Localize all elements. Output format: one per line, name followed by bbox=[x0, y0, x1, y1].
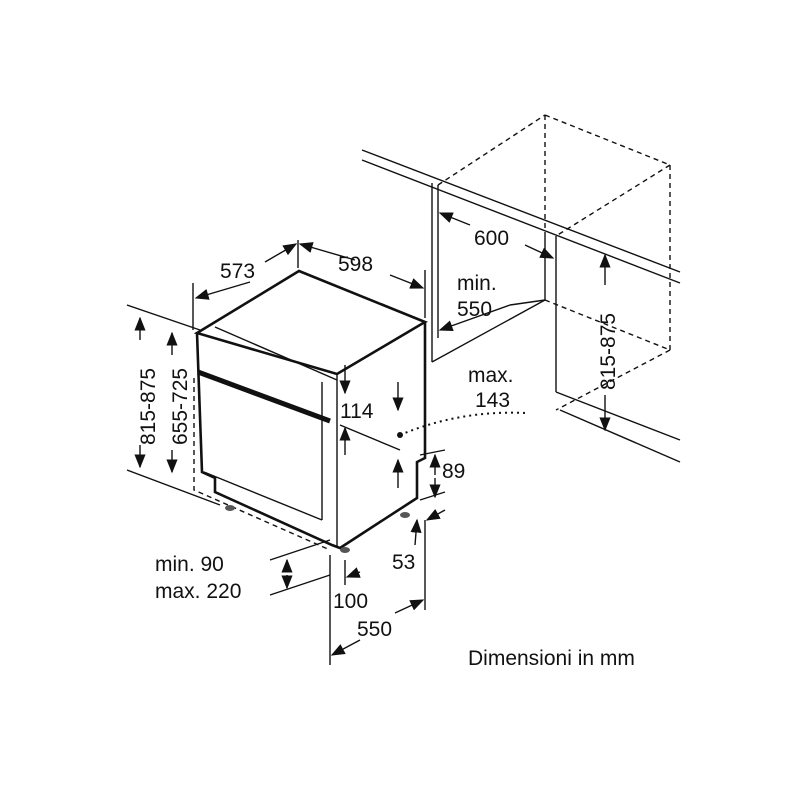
dishwasher bbox=[193, 269, 428, 553]
label-plinth-max: max. 220 bbox=[155, 580, 241, 603]
label-niche-height: 815-875 bbox=[597, 313, 620, 390]
label-offset-max: max. bbox=[468, 364, 514, 387]
label-offset-val: 143 bbox=[475, 389, 510, 412]
label-depth: 573 bbox=[220, 260, 255, 283]
label-100: 100 bbox=[333, 590, 368, 613]
label-53: 53 bbox=[392, 551, 415, 574]
label-550: 550 bbox=[357, 618, 392, 641]
label-niche-width: 600 bbox=[474, 227, 509, 250]
label-niche-min: min. bbox=[457, 272, 497, 295]
label-114: 114 bbox=[340, 400, 374, 423]
niche-cabinet bbox=[361, 114, 681, 463]
label-niche-depth: 550 bbox=[457, 298, 492, 321]
label-height-total: 815-875 bbox=[137, 368, 160, 445]
label-plinth-min: min. 90 bbox=[155, 553, 224, 576]
units-note: Dimensioni in mm bbox=[468, 647, 635, 670]
label-height-door: 655-725 bbox=[169, 368, 192, 445]
label-width: 598 bbox=[338, 253, 373, 276]
label-89: 89 bbox=[442, 460, 465, 483]
dimension-lines bbox=[126, 212, 611, 665]
